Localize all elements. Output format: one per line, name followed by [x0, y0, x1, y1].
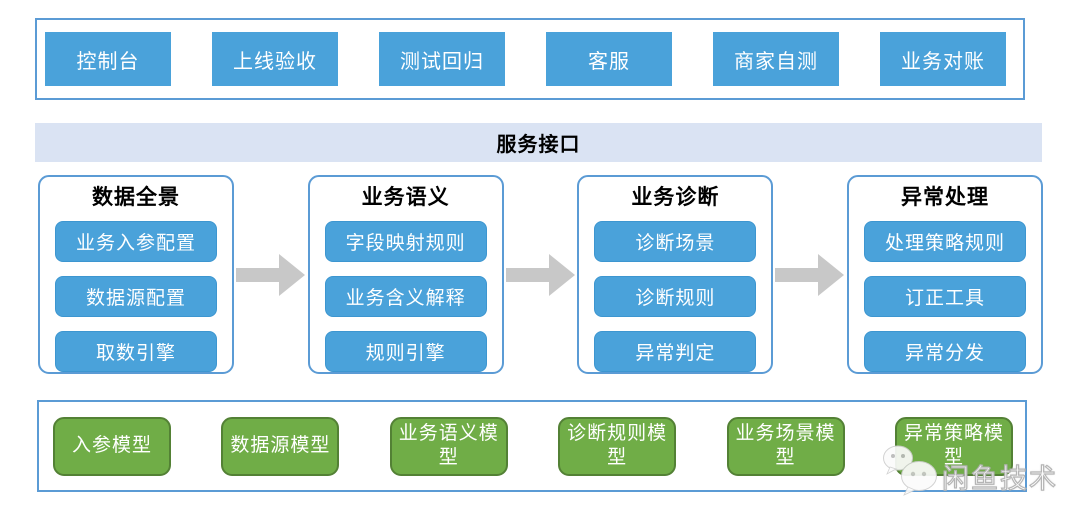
right-block-arrow-icon [775, 253, 845, 296]
pipeline-row: 数据全景 业务入参配置 数据源配置 取数引擎 业务语义 字段映射规则 业务含义解… [38, 175, 1044, 374]
model-box-datasource: 数据源模型 [221, 416, 340, 476]
model-box-input-param: 入参模型 [53, 416, 171, 476]
pipeline-box-rule-engine: 规则引擎 [324, 331, 487, 372]
client-box-merchant-selftest: 商家自测 [713, 32, 839, 86]
pipeline-box-diagnosis-scenario: 诊断场景 [594, 221, 757, 262]
client-box-console: 控制台 [45, 32, 171, 86]
pipeline-box-business-meaning-explain: 业务含义解释 [324, 276, 487, 317]
arrow-cell [504, 175, 578, 374]
pipeline-box-input-param-config: 业务入参配置 [55, 221, 217, 262]
pipeline-box-correction-tool: 订正工具 [864, 276, 1027, 317]
arrow-cell [773, 175, 847, 374]
models-band: 入参模型 数据源模型 业务语义模型 诊断规则模型 业务场景模型 异常策略模型 [37, 400, 1027, 492]
pipeline-box-datasource-config: 数据源配置 [55, 276, 217, 317]
client-box-customer-service: 客服 [546, 32, 672, 86]
client-box-business-reconciliation: 业务对账 [880, 32, 1006, 86]
panel-title: 数据全景 [92, 186, 180, 209]
right-block-arrow-icon [505, 253, 575, 296]
pipeline-box-data-fetch-engine: 取数引擎 [55, 331, 217, 372]
panel-title: 异常处理 [901, 186, 990, 209]
pipeline-box-handling-strategy-rules: 处理策略规则 [864, 221, 1027, 262]
pipeline-box-exception-dispatch: 异常分发 [864, 331, 1027, 372]
pipeline-box-field-mapping-rules: 字段映射规则 [324, 221, 487, 262]
panel-title: 业务语义 [361, 186, 450, 209]
model-box-exception-strategy: 异常策略模型 [894, 416, 1013, 476]
right-block-arrow-icon [235, 253, 305, 296]
model-box-diagnosis-rule: 诊断规则模型 [558, 416, 677, 476]
panel-business-semantics: 业务语义 字段映射规则 业务含义解释 规则引擎 [307, 175, 504, 374]
model-box-business-scenario: 业务场景模型 [726, 416, 845, 476]
pipeline-box-exception-judgement: 异常判定 [594, 331, 757, 372]
service-interface-bar: 服务接口 [35, 123, 1042, 162]
panel-data-panorama: 数据全景 业务入参配置 数据源配置 取数引擎 [38, 175, 234, 374]
model-box-business-semantics: 业务语义模型 [389, 416, 508, 476]
client-box-test-regression: 测试回归 [379, 32, 505, 86]
service-interface-label: 服务接口 [496, 134, 581, 156]
pipeline-box-diagnosis-rules: 诊断规则 [594, 276, 757, 317]
panel-title: 业务诊断 [631, 186, 720, 209]
client-box-online-acceptance: 上线验收 [212, 32, 338, 86]
clients-band: 控制台 上线验收 测试回归 客服 商家自测 业务对账 [35, 18, 1025, 100]
panel-exception-handling: 异常处理 处理策略规则 订正工具 异常分发 [847, 175, 1044, 374]
panel-business-diagnosis: 业务诊断 诊断场景 诊断规则 异常判定 [577, 175, 774, 374]
arrow-cell [234, 175, 308, 374]
